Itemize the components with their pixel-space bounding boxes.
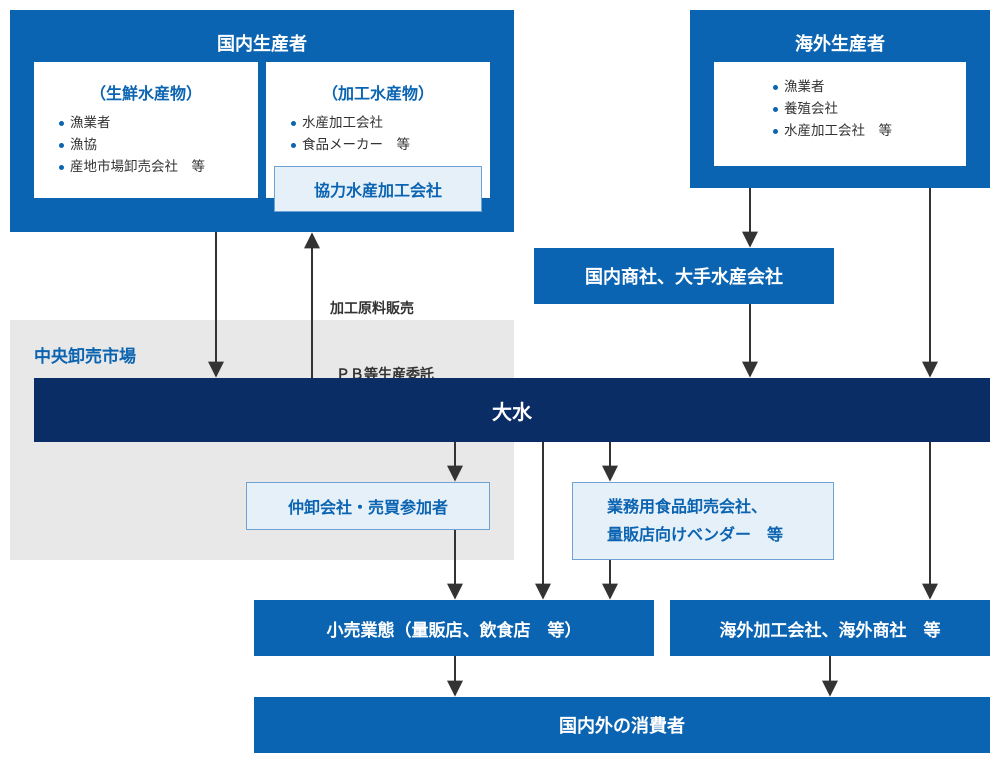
wholesale-box: 業務用食品卸売会社、 量販店向けベンダー 等 (572, 482, 834, 560)
partner-processor-box: 協力水産加工会社 (274, 166, 482, 212)
list-item: 水産加工会社 等 (772, 120, 892, 142)
fresh-products-list: 漁業者 漁協 産地市場卸売会社 等 (58, 112, 205, 178)
central-market-label: 中央卸売市場 (34, 347, 136, 367)
list-item: 産地市場卸売会社 等 (58, 156, 205, 178)
list-item: 水産加工会社 (290, 112, 410, 134)
retail-box: 小売業態（量販店、飲食店 等） (254, 600, 654, 656)
wholesale-line1: 業務用食品卸売会社、 (607, 497, 768, 516)
overseas-producers-inner: 漁業者 養殖会社 水産加工会社 等 (714, 62, 966, 166)
fresh-products-heading: （生鮮水産物） (89, 84, 202, 103)
list-item: 漁業者 (772, 76, 892, 98)
daisui-bar: 大水 (34, 378, 990, 442)
domestic-producers-title: 国内生産者 (217, 34, 307, 55)
list-item: 食品メーカー 等 (290, 134, 410, 156)
list-item: 漁業者 (58, 112, 205, 134)
wholesale-line2: 量販店向けベンダー 等 (607, 525, 784, 544)
processed-products-heading: （加工水産物） (321, 84, 434, 103)
overseas-producers-list: 漁業者 養殖会社 水産加工会社 等 (772, 76, 892, 142)
list-item: 養殖会社 (772, 98, 892, 120)
intermediary-box: 仲卸会社・売買参加者 (246, 482, 490, 530)
overseas-processing-box: 海外加工会社、海外商社 等 (670, 600, 990, 656)
processed-products-list: 水産加工会社 食品メーカー 等 (290, 112, 410, 156)
overseas-producers-title: 海外生産者 (795, 34, 885, 55)
list-item: 漁協 (58, 134, 205, 156)
trading-companies-box: 国内商社、大手水産会社 (534, 248, 834, 304)
fresh-products-box: （生鮮水産物） 漁業者 漁協 産地市場卸売会社 等 (34, 62, 258, 198)
consumers-box: 国内外の消費者 (254, 697, 990, 753)
processing-note-line1: 加工原料販売 (330, 301, 414, 317)
